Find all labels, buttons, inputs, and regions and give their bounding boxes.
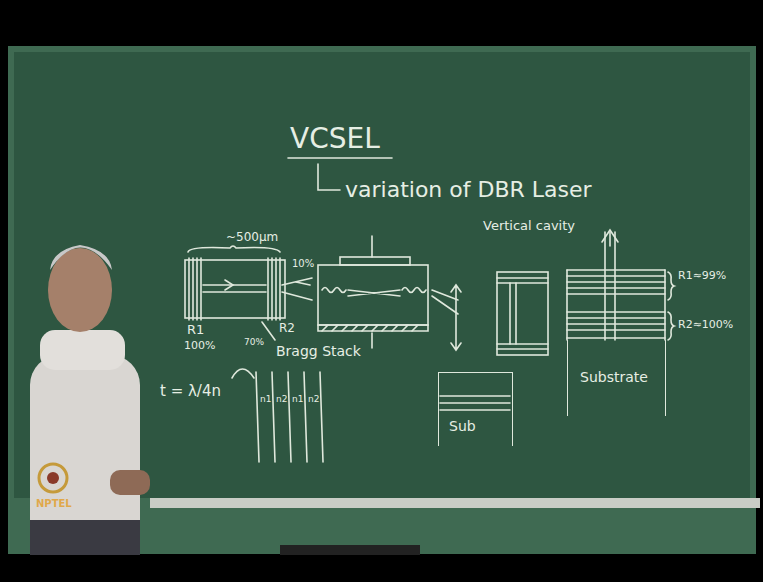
block-label: Sub	[449, 419, 476, 434]
layer-label: n2	[276, 395, 287, 405]
dimension-label: ~500µm	[226, 231, 278, 244]
reflectivity-label: 100%	[184, 340, 215, 352]
annotation-text: Vertical cavity	[483, 219, 575, 233]
mirror-label: R1	[187, 323, 204, 337]
nptel-logo	[39, 464, 67, 492]
chalk-drawings	[185, 158, 674, 462]
layer-label: n1	[292, 395, 303, 405]
lecturer-figure	[30, 245, 150, 555]
layer-label: n1	[260, 395, 271, 405]
board-frame	[8, 46, 756, 554]
title-text: VCSEL	[290, 124, 380, 155]
reflectivity-label: R1≈99%	[678, 270, 726, 282]
layer-label: n2	[308, 395, 319, 405]
formula-text: t = λ/4n	[160, 383, 221, 400]
substrate-block: Sub	[438, 372, 513, 446]
mirror-label: R2	[279, 322, 295, 335]
reflectivity-label: R2≈100%	[678, 319, 733, 331]
chalk-tray	[150, 498, 760, 508]
annotation-text: Bragg Stack	[276, 344, 361, 359]
subtitle-text: variation of DBR Laser	[345, 178, 592, 202]
substrate-block: Substrate	[567, 340, 666, 416]
watermark: NPTEL	[36, 498, 72, 509]
reflectivity-label: 70%	[244, 338, 264, 348]
reflectivity-label: 10%	[292, 258, 314, 269]
block-label: Substrate	[580, 370, 648, 385]
board-bracket	[280, 545, 420, 555]
